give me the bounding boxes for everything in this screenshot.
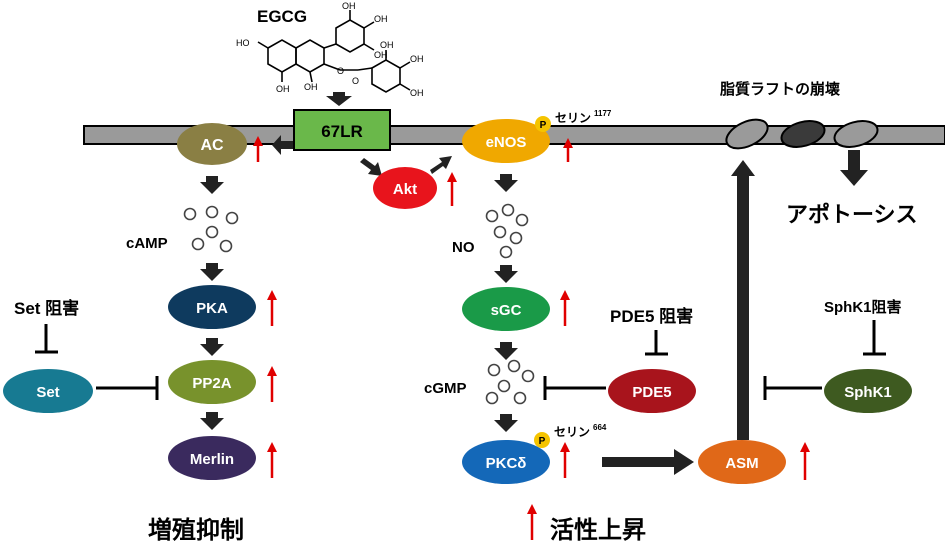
arrow-sgc-to-cgmp	[494, 342, 518, 360]
arrow-pkc-to-asm	[602, 449, 694, 475]
arrow-egcg-to-67lr	[326, 92, 352, 106]
pkc-serine-number: 664	[593, 423, 607, 432]
node-akt: Akt	[373, 167, 437, 209]
apoptosis-label: アポトーシス	[786, 202, 918, 227]
merlin-label: Merlin	[190, 451, 234, 468]
legend-red-arrowhead	[527, 504, 537, 514]
pp2a-label: PP2A	[192, 375, 231, 392]
pkc-phospho-icon	[534, 432, 550, 448]
arrow-akt-to-enos	[430, 156, 452, 174]
arrow-cgmp-to-pkc	[494, 414, 518, 432]
sgc-label: sGC	[491, 302, 522, 319]
red-arrowhead-asm	[800, 442, 810, 452]
svg-text:O: O	[352, 76, 359, 86]
sphk1-inhibition-label: SphK1阻害	[824, 298, 902, 316]
arrow-pka-to-pp2a	[200, 338, 224, 356]
set-label: Set	[36, 384, 59, 401]
svg-text:O: O	[337, 66, 344, 76]
node-sphk1: SphK1	[824, 369, 912, 413]
node-asm: ASM	[698, 440, 786, 484]
arrow-enos-to-no	[494, 174, 518, 192]
egcg-title: EGCG	[257, 7, 307, 26]
node-set: Set	[3, 369, 93, 413]
svg-text:OH: OH	[374, 50, 388, 60]
growth-suppression-label: 増殖抑制	[148, 516, 244, 544]
enos-label: eNOS	[486, 134, 527, 151]
red-arrowhead-ac	[253, 136, 263, 146]
67lr-label: 67LR	[321, 122, 363, 141]
pkc-phospho-label: P	[539, 436, 546, 447]
cgmp-molecules	[485, 359, 535, 405]
egcg-atom-labels: HO OH OH OH OH OH OH OH OH O O	[236, 1, 424, 98]
arrow-no-to-sgc	[494, 265, 518, 283]
enos-serine-label: セリン	[555, 111, 591, 125]
activity-up-label: 活性上昇	[550, 517, 646, 544]
akt-label: Akt	[393, 181, 417, 198]
node-enos: eNOS	[462, 119, 550, 163]
red-arrowhead-enos	[563, 138, 573, 148]
svg-text:OH: OH	[374, 14, 388, 24]
red-arrowhead-merlin	[267, 442, 277, 452]
svg-text:OH: OH	[410, 54, 424, 64]
arrow-67lr-to-ac	[272, 135, 293, 155]
red-arrowhead-pkc	[560, 442, 570, 452]
svg-text:OH: OH	[342, 1, 356, 11]
node-sgc: sGC	[462, 287, 550, 331]
pkc-delta-label: PKCδ	[486, 455, 527, 472]
lipid-raft-icon	[725, 118, 879, 150]
ac-label: AC	[200, 137, 224, 154]
node-pp2a: PP2A	[168, 360, 256, 404]
arrow-ac-to-camp	[200, 176, 224, 194]
egcg-molecule-icon	[257, 10, 411, 93]
enos-phospho-icon	[535, 116, 551, 132]
asm-label: ASM	[725, 455, 758, 472]
camp-label: cAMP	[126, 235, 168, 252]
arrow-asm-to-raft	[731, 160, 755, 440]
red-arrowhead-pka	[267, 290, 277, 300]
svg-text:OH: OH	[410, 88, 424, 98]
camp-molecules	[183, 205, 239, 253]
no-label: NO	[452, 239, 475, 256]
arrow-raft-to-apoptosis	[840, 150, 868, 186]
lipid-raft-label: 脂質ラフトの崩壊	[720, 80, 840, 98]
sphk1-label: SphK1	[844, 384, 892, 401]
pde5-inhibition-label: PDE5 阻害	[610, 306, 693, 326]
node-pkc-delta: PKCδ	[462, 440, 550, 484]
arrow-camp-to-pka	[200, 263, 224, 281]
arrow-67lr-to-akt	[360, 158, 382, 176]
enos-serine-number: 1177	[594, 109, 612, 118]
svg-text:OH: OH	[276, 84, 290, 94]
node-merlin: Merlin	[168, 436, 256, 480]
svg-text:HO: HO	[236, 38, 250, 48]
red-arrowhead-sgc	[560, 290, 570, 300]
no-molecules	[485, 203, 529, 259]
node-pde5: PDE5	[608, 369, 696, 413]
red-arrowhead-akt	[447, 172, 457, 182]
enos-phospho-label: P	[540, 120, 547, 131]
arrow-pp2a-to-merlin	[200, 412, 224, 430]
cgmp-label: cGMP	[424, 380, 467, 397]
pka-label: PKA	[196, 300, 228, 317]
set-inhibition-label: Set 阻害	[14, 298, 79, 318]
node-pka: PKA	[168, 285, 256, 329]
node-ac: AC	[177, 123, 247, 165]
svg-text:OH: OH	[380, 40, 394, 50]
red-arrowhead-pp2a	[267, 366, 277, 376]
pde5-label: PDE5	[632, 384, 671, 401]
67lr-receptor: 67LR	[293, 109, 391, 151]
pkc-serine-label: セリン	[554, 425, 590, 439]
svg-text:OH: OH	[304, 82, 318, 92]
